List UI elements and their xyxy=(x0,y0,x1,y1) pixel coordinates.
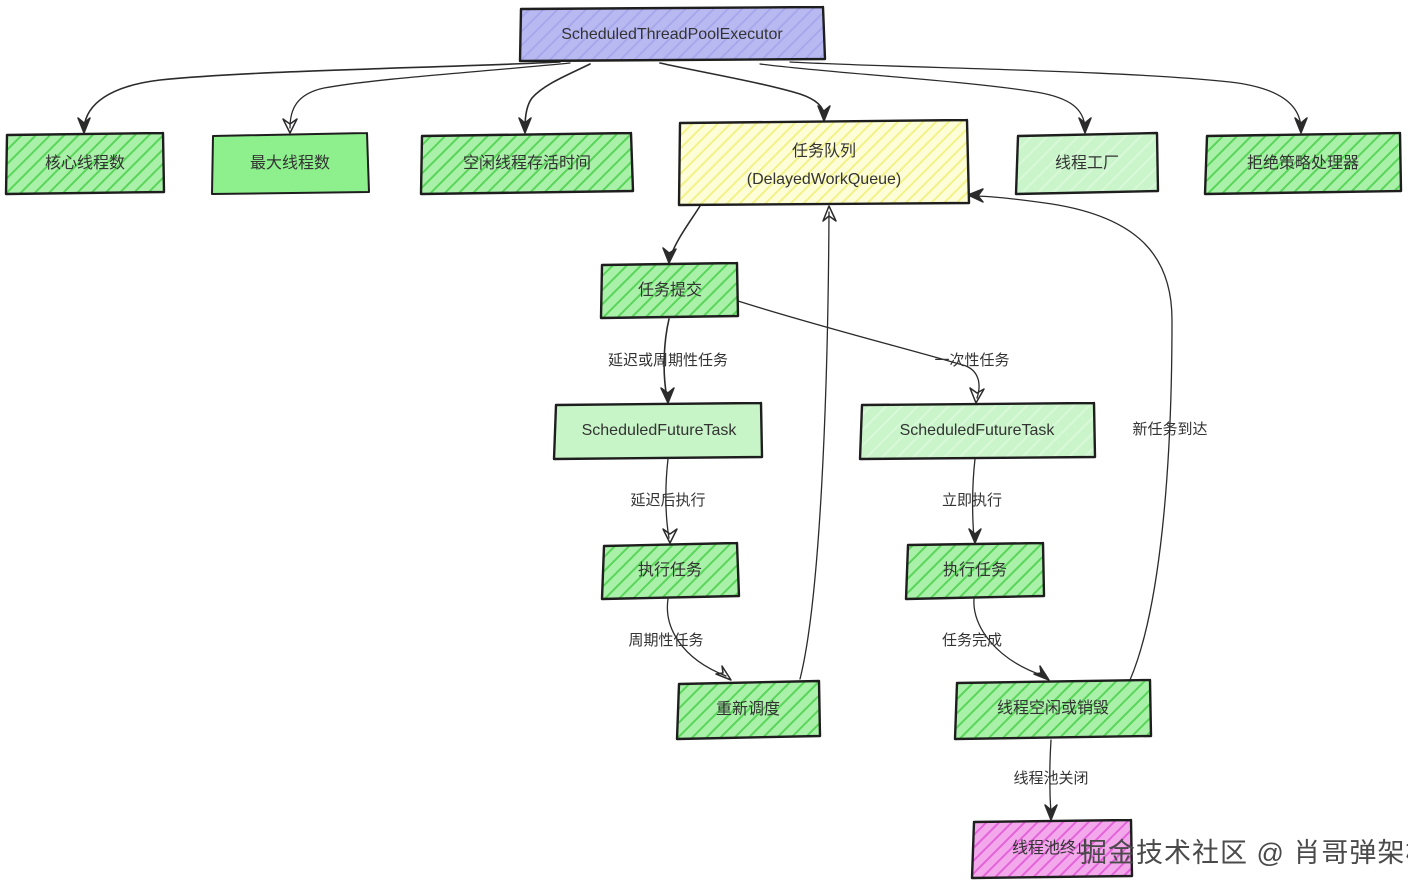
node-label-idle: 线程空闲或销毁 xyxy=(997,699,1109,717)
node-label-task-queue-class: (DelayedWorkQueue) xyxy=(747,171,901,188)
edge-label-periodic: 周期性任务 xyxy=(628,632,703,649)
node-execute-task-left[interactable]: 执行任务 xyxy=(600,541,741,601)
edge-label-new-task: 新任务到达 xyxy=(1132,421,1207,438)
node-scheduled-thread-pool-executor[interactable]: ScheduledThreadPoolExecutor xyxy=(518,5,827,63)
node-core-thread-count[interactable]: 核心线程数 xyxy=(4,131,166,196)
node-label-sft-right: ScheduledFutureTask xyxy=(900,422,1056,439)
edge-root-to-core xyxy=(77,61,561,134)
edge-label-after-delay: 延迟后执行 xyxy=(630,492,705,509)
edge-sft-left-to-exec-left xyxy=(662,458,678,544)
node-label-task-submit: 任务提交 xyxy=(638,281,702,299)
edge-exec-left-to-reschedule xyxy=(666,598,732,681)
edge-root-to-factory xyxy=(759,63,1092,134)
node-label-terminated: 线程池终止 xyxy=(1012,839,1092,857)
edge-root-to-queue xyxy=(659,62,831,122)
edge-root-to-max xyxy=(282,62,571,134)
node-label-sft-left: ScheduledFutureTask xyxy=(582,422,738,439)
edge-sft-right-to-exec-right xyxy=(968,458,982,544)
node-label-core: 核心线程数 xyxy=(45,154,125,172)
node-label-keepalive: 空闲线程存活时间 xyxy=(463,154,591,172)
edge-label-delay-periodic: 延迟或周期性任务 xyxy=(608,352,728,369)
node-max-thread-count[interactable]: 最大线程数 xyxy=(211,132,370,195)
edge-idle-to-terminated xyxy=(1044,739,1058,821)
node-label-task-queue: 任务队列 xyxy=(792,142,856,160)
edge-submit-to-sft-right xyxy=(737,300,985,404)
node-thread-factory[interactable]: 线程工厂 xyxy=(1014,131,1160,196)
edge-idle-to-queue xyxy=(967,188,1173,681)
node-thread-idle-or-destroyed[interactable]: 线程空闲或销毁 xyxy=(953,678,1153,741)
node-reschedule[interactable]: 重新调度 xyxy=(675,679,822,741)
edge-reschedule-to-queue xyxy=(799,205,837,680)
node-task-submit[interactable]: 任务提交 xyxy=(599,261,740,320)
edge-label-group: 延迟或周期性任务 一次性任务 延迟后执行 立即执行 周期性任务 任务完成 新任务… xyxy=(608,352,1208,787)
node-label-thread-factory: 线程工厂 xyxy=(1055,154,1119,172)
edge-queue-to-submit xyxy=(662,205,701,264)
node-scheduled-future-task-right[interactable]: ScheduledFutureTask xyxy=(858,401,1097,461)
edge-label-immediate: 立即执行 xyxy=(942,492,1002,509)
node-label-max: 最大线程数 xyxy=(250,154,330,172)
node-scheduled-future-task-left[interactable]: ScheduledFutureTask xyxy=(552,401,764,461)
node-thread-pool-terminated[interactable]: 线程池终止 xyxy=(970,818,1134,880)
node-rejected-execution-handler[interactable]: 拒绝策略处理器 xyxy=(1203,131,1403,196)
node-label-exec-right: 执行任务 xyxy=(943,561,1007,579)
edge-label-pool-shutdown: 线程池关闭 xyxy=(1013,770,1088,787)
edge-exec-right-to-idle xyxy=(973,598,1050,681)
node-task-queue[interactable]: 任务队列 (DelayedWorkQueue) xyxy=(677,118,971,207)
node-idle-thread-keepalive-time[interactable]: 空闲线程存活时间 xyxy=(419,131,635,196)
node-label-root: ScheduledThreadPoolExecutor xyxy=(561,26,783,43)
edge-submit-to-sft-left xyxy=(660,318,675,404)
edge-label-oneshot: 一次性任务 xyxy=(934,352,1009,369)
edge-root-to-reject xyxy=(789,61,1308,134)
edge-root-to-keepalive xyxy=(518,63,591,134)
node-label-reject: 拒绝策略处理器 xyxy=(1247,154,1359,172)
node-label-exec-left: 执行任务 xyxy=(638,561,702,579)
node-execute-task-right[interactable]: 执行任务 xyxy=(904,541,1046,601)
node-label-reschedule: 重新调度 xyxy=(716,700,780,718)
edge-label-done: 任务完成 xyxy=(942,632,1002,649)
